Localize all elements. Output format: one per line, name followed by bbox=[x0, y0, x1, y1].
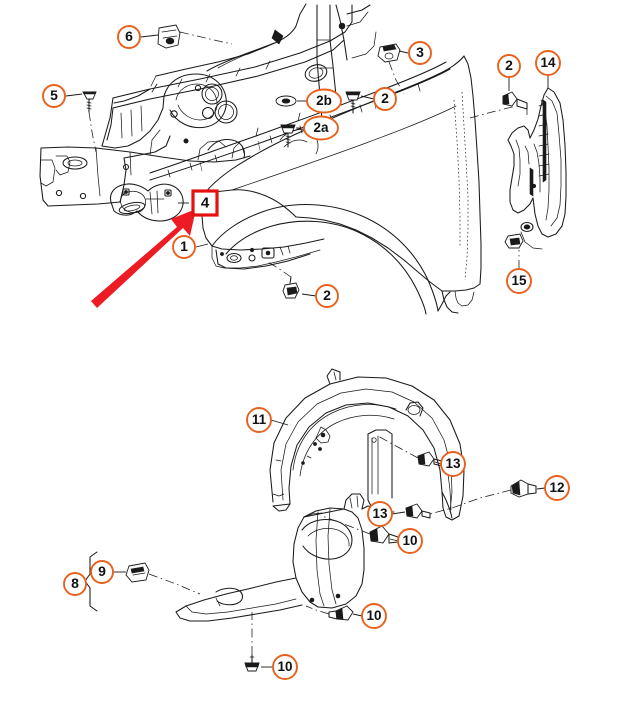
inner-apron-rail-structure bbox=[39, 3, 377, 222]
callout-ring[interactable] bbox=[535, 50, 561, 76]
fastener-screw-10-upper bbox=[369, 525, 399, 544]
callout-label: 14 bbox=[540, 55, 556, 70]
callout-ring[interactable] bbox=[303, 115, 339, 141]
callout-6[interactable]: 6 bbox=[117, 25, 141, 49]
callout-ring[interactable] bbox=[361, 603, 387, 629]
callout-ring[interactable] bbox=[117, 25, 141, 49]
callout-2[interactable]: 2 bbox=[373, 87, 397, 111]
callout-13[interactable]: 13 bbox=[367, 501, 393, 527]
fastener-bolt-2-lower bbox=[282, 276, 300, 299]
callout-ring[interactable] bbox=[306, 88, 342, 114]
fastener-clip-3 bbox=[377, 43, 401, 63]
fastener-bolt-2-middle bbox=[345, 91, 361, 114]
callout-label: 1 bbox=[180, 238, 188, 254]
wheelhouse-liner-11 bbox=[269, 368, 465, 521]
callout-2[interactable]: 2 bbox=[497, 54, 521, 78]
callout-ring[interactable] bbox=[246, 407, 272, 433]
callout-ring[interactable] bbox=[397, 528, 423, 554]
callout-label: 2a bbox=[313, 120, 329, 135]
callout-4[interactable]: 4 bbox=[191, 189, 219, 217]
callout-label: 9 bbox=[98, 563, 106, 579]
callout-label: 4 bbox=[201, 194, 210, 211]
callout-label: 13 bbox=[445, 456, 461, 471]
callout-9[interactable]: 9 bbox=[90, 560, 114, 584]
callout-ring[interactable] bbox=[440, 451, 466, 477]
fastener-screw-2a bbox=[280, 124, 296, 148]
fastener-screw-13-lower bbox=[405, 503, 431, 519]
callout-label: 2 bbox=[505, 57, 513, 73]
splash-shield-extension bbox=[175, 493, 377, 622]
front-fender-panel bbox=[201, 55, 482, 315]
callout-ring[interactable] bbox=[63, 572, 87, 596]
callout-ring[interactable] bbox=[408, 41, 432, 65]
callout-label: 11 bbox=[252, 412, 267, 427]
callout-15[interactable]: 15 bbox=[506, 268, 532, 294]
fastener-screw-5 bbox=[82, 91, 97, 113]
callout-1[interactable]: 1 bbox=[172, 235, 196, 259]
fastener-pushpin-12 bbox=[510, 479, 537, 498]
callout-ring[interactable] bbox=[367, 501, 393, 527]
callout-2b[interactable]: 2b bbox=[306, 88, 342, 114]
callout-label: 15 bbox=[511, 273, 527, 288]
fastener-screw-13-upper bbox=[417, 451, 443, 467]
upper-assembly-group bbox=[39, 3, 567, 315]
callout-2a[interactable]: 2a bbox=[303, 115, 339, 141]
callout-label: 5 bbox=[50, 87, 58, 103]
callout-label: 2 bbox=[323, 287, 331, 303]
fastener-grommet-15 bbox=[504, 233, 524, 249]
fastener-clip-9 bbox=[125, 562, 150, 583]
callout-14[interactable]: 14 bbox=[535, 50, 561, 76]
callout-label: 10 bbox=[366, 608, 381, 623]
leader-lines-upper bbox=[65, 31, 549, 297]
callout-label: 10 bbox=[277, 659, 292, 674]
callout-ring[interactable] bbox=[373, 87, 397, 111]
callout-ring[interactable] bbox=[544, 475, 570, 501]
fastener-pushpin-10-middle bbox=[328, 605, 354, 621]
callout-label: 8 bbox=[71, 575, 79, 591]
red-pointer-arrow bbox=[91, 209, 196, 308]
fastener-bolt-2-upper-right bbox=[502, 91, 528, 110]
callout-ring[interactable] bbox=[497, 54, 521, 78]
callout-label: 3 bbox=[416, 44, 424, 60]
callout-label: 2 bbox=[381, 90, 389, 106]
callout-ring[interactable] bbox=[172, 235, 196, 259]
callout-5[interactable]: 5 bbox=[42, 84, 66, 108]
callout-12[interactable]: 12 bbox=[544, 475, 570, 501]
callout-ring[interactable] bbox=[506, 268, 532, 294]
callout-label: 12 bbox=[549, 480, 564, 495]
callout-layer: 6 5 3 2 14 2b 2 2a 4 1 15 2 11 13 12 13 10 8 9 10 10 bbox=[42, 25, 570, 680]
lower-assembly-group bbox=[84, 368, 546, 672]
callout-10[interactable]: 10 bbox=[272, 654, 298, 680]
fastener-pushpin-10-bottom bbox=[244, 654, 260, 672]
callout-ring[interactable] bbox=[272, 654, 298, 680]
callout-ring[interactable] bbox=[90, 560, 114, 584]
callout-label: 6 bbox=[125, 28, 133, 44]
callout-3[interactable]: 3 bbox=[408, 41, 432, 65]
callout-label: 2b bbox=[316, 93, 332, 108]
callout-label: 10 bbox=[402, 533, 417, 548]
fastener-washer-2b bbox=[275, 95, 297, 107]
fastener-clip-6 bbox=[157, 24, 181, 49]
annotation-layer bbox=[91, 209, 196, 308]
callout-label: 13 bbox=[372, 506, 388, 521]
callout-ring[interactable] bbox=[42, 84, 66, 108]
callout-10[interactable]: 10 bbox=[361, 603, 387, 629]
callout-13[interactable]: 13 bbox=[440, 451, 466, 477]
callout-11[interactable]: 11 bbox=[246, 407, 272, 433]
callout-2[interactable]: 2 bbox=[315, 284, 339, 308]
callout-highlight-box[interactable] bbox=[191, 189, 219, 217]
leader-lines-lower bbox=[84, 419, 546, 668]
fender-reinforcement-brace bbox=[507, 87, 567, 250]
callout-8[interactable]: 8 bbox=[63, 572, 87, 596]
callout-10[interactable]: 10 bbox=[397, 528, 423, 554]
callout-ring[interactable] bbox=[315, 284, 339, 308]
